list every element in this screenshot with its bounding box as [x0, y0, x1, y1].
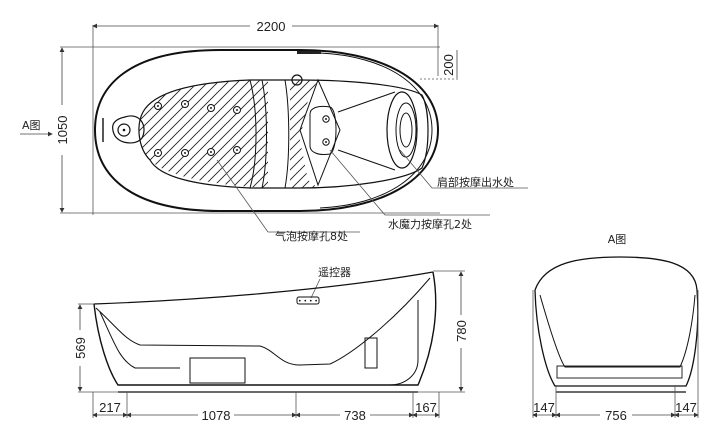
overflow-knob	[291, 74, 303, 86]
dim-width: 1050	[55, 116, 70, 145]
hatch-line	[138, 80, 243, 188]
hatch-line	[138, 80, 213, 188]
hydro-jet-dot	[325, 141, 327, 143]
shoulder-outlet-ring	[395, 102, 417, 158]
tub-outer-rim	[93, 49, 440, 212]
dim-height-high: 780	[454, 320, 469, 342]
dim-length: 2200	[257, 19, 286, 34]
remote-control	[296, 296, 320, 305]
top-view: 2200 1050 A图 200	[20, 19, 528, 243]
shoulder-outlet-outer	[386, 91, 418, 169]
bubble-jets	[154, 100, 241, 157]
hatch-line	[259, 80, 268, 188]
end-shell	[534, 289, 699, 387]
bubble-jet-dot	[157, 105, 159, 107]
leader-hydro	[329, 149, 386, 216]
bubble-jet-dot	[210, 151, 212, 153]
bubble-jet-dot	[184, 152, 186, 154]
hatch-line	[138, 80, 233, 188]
hatch-line	[290, 80, 318, 188]
hatch-line	[138, 80, 183, 188]
hydro-zone-hatch	[290, 78, 432, 190]
remote-slot	[297, 51, 321, 54]
drain-body	[112, 115, 145, 144]
hatch-line	[189, 80, 268, 188]
callout-shoulder-outlet: 肩部按摩出水处	[437, 175, 514, 189]
headrest-cone	[337, 91, 396, 171]
end-equipment	[556, 365, 683, 379]
hydro-diamond	[299, 78, 341, 187]
hatch-line	[239, 80, 268, 188]
hatch-line	[320, 78, 432, 190]
side-shell	[93, 271, 437, 386]
hatch-line	[309, 80, 318, 188]
inner-basin	[138, 79, 429, 189]
side-view: 遥控器 • • • • 569 780 217	[73, 265, 469, 423]
hatch-line	[139, 80, 253, 188]
end-basin	[539, 294, 696, 368]
hydro-jet-icon	[322, 115, 330, 123]
hatch-line	[299, 80, 318, 188]
dim-end-left: 147	[533, 400, 555, 415]
bubble-jet-dot	[236, 149, 238, 151]
dim-offset: 200	[441, 54, 456, 76]
side-pipe	[99, 311, 180, 369]
hatch-line	[138, 80, 173, 188]
hatch-line	[290, 80, 318, 188]
hatch-line	[149, 80, 263, 188]
drain-center	[122, 128, 126, 132]
hatch-line	[290, 80, 318, 188]
dim-seg3: 738	[344, 408, 366, 423]
side-drain-pipe	[389, 300, 419, 386]
drain-icon	[117, 123, 131, 137]
hatch-line	[138, 80, 193, 188]
side-rim	[93, 271, 434, 305]
hatch-line	[229, 80, 268, 188]
hatch-line	[290, 80, 318, 188]
end-view: A图 147 756 147	[532, 233, 699, 423]
backrest-band	[249, 79, 257, 189]
dim-seg1: 217	[99, 400, 121, 415]
hatch-line	[159, 80, 268, 188]
callout-hydro-jets: 水魔力按摩孔2处	[388, 217, 472, 231]
blower	[364, 337, 378, 369]
hatch-line	[138, 80, 203, 188]
bubble-jet-dot	[184, 103, 186, 105]
backrest-band	[284, 79, 290, 189]
dim-height-low: 569	[73, 337, 88, 359]
hatch-line	[179, 80, 268, 188]
shoulder-outlet-inner	[399, 112, 413, 148]
dim-seg4: 167	[415, 400, 437, 415]
remote-dots: • • • •	[298, 298, 318, 305]
leader-shoulder	[399, 149, 433, 189]
hydro-jet-dot	[325, 118, 327, 120]
tub-rim-inner	[319, 52, 433, 209]
bubble-jet-dot	[236, 109, 238, 111]
bubble-jet-dot	[210, 107, 212, 109]
hatch-line	[169, 80, 268, 188]
bubble-jet-dot	[157, 152, 159, 154]
hydro-jet-icon	[322, 138, 330, 146]
end-view-title: A图	[608, 233, 627, 246]
hydro-pad	[309, 105, 337, 155]
end-rim	[534, 256, 698, 291]
hatch-line	[290, 80, 318, 188]
hatch-line	[138, 80, 223, 188]
remote-label: 遥控器	[318, 265, 351, 279]
hatch-line	[219, 80, 268, 188]
bubble-zone-hatch	[138, 80, 268, 188]
dim-end-center: 756	[605, 408, 627, 423]
side-basin	[95, 277, 431, 366]
backrest-band	[261, 79, 267, 189]
leader-bubble	[216, 159, 269, 233]
hatch-line	[290, 80, 313, 188]
pump-motor	[189, 357, 246, 384]
dim-end-right: 147	[675, 400, 697, 415]
view-marker-a: A图	[22, 119, 41, 132]
dim-seg2: 1078	[202, 408, 231, 423]
callout-bubble-jets: 气泡按摩孔8处	[275, 229, 348, 243]
